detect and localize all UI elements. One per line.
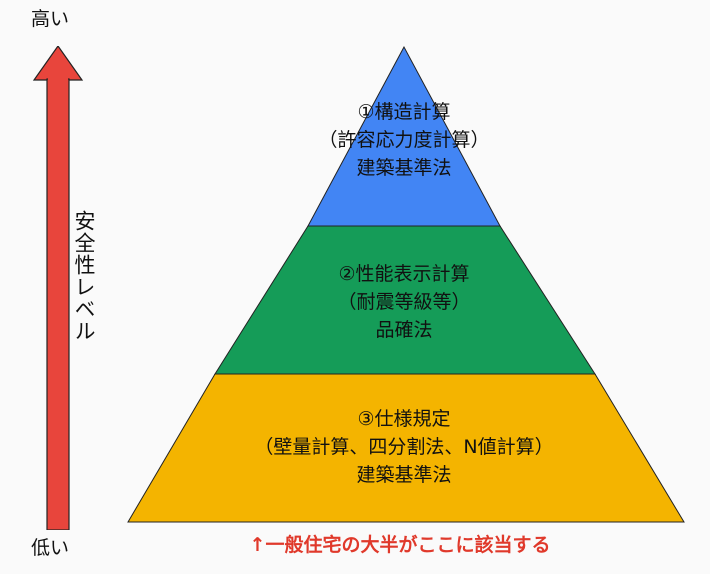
tier-bottom-title: ③仕様規定 bbox=[357, 408, 451, 430]
tier-bottom-text: ③仕様規定 （壁量計算、四分割法、N値計算） 建築基準法 bbox=[174, 405, 634, 489]
tier-top-law: 建築基準法 bbox=[356, 157, 452, 179]
tier-top-subtitle: （許容応力度計算） bbox=[318, 129, 490, 151]
tier-middle-title: ②性能表示計算 bbox=[338, 263, 470, 285]
safety-level-axis-label: 安全性レベル bbox=[72, 210, 96, 342]
safety-level-arrow bbox=[32, 46, 84, 530]
high-level-label: 高い bbox=[31, 8, 70, 30]
low-level-label: 低い bbox=[31, 537, 70, 559]
footer-note: ↑一般住宅の大半がここに該当する bbox=[249, 534, 551, 556]
tier-middle-subtitle: （耐震等級等） bbox=[337, 291, 471, 313]
tier-middle-law: 品確法 bbox=[375, 319, 433, 341]
tier-middle-text: ②性能表示計算 （耐震等級等） 品確法 bbox=[254, 260, 554, 344]
tier-bottom-law: 建築基準法 bbox=[356, 464, 452, 486]
tier-bottom-subtitle: （壁量計算、四分割法、N値計算） bbox=[254, 436, 554, 458]
tier-top-title: ①構造計算 bbox=[357, 101, 451, 123]
pyramid-tier-bottom bbox=[127, 373, 685, 523]
tier-top-text: ①構造計算 （許容応力度計算） 建築基準法 bbox=[254, 98, 554, 182]
